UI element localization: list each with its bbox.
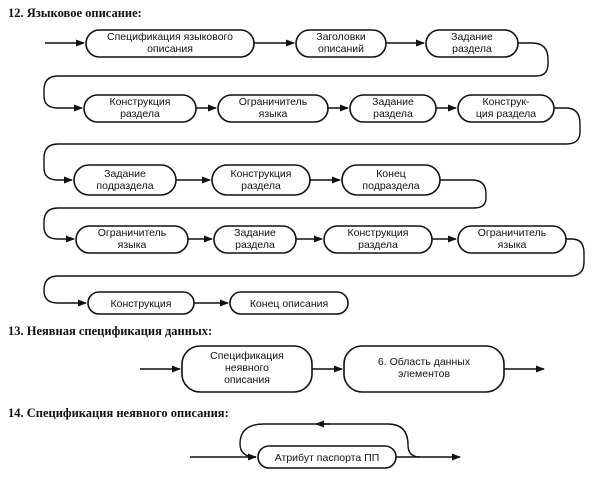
node-line: языка: [118, 239, 147, 251]
node-line: Задание: [451, 31, 493, 43]
wrap-connector: [43, 42, 549, 112]
section-14-connectors: [190, 420, 461, 461]
node-line: описания: [224, 374, 270, 386]
node-line: Конструкция: [111, 298, 172, 310]
node-line: Ограничитель: [239, 96, 308, 108]
node-section-construct: Конструк- ция раздела: [457, 94, 555, 123]
section-13-title: 13. Неявная спецификация данных:: [8, 324, 212, 338]
node-line: подраздела: [96, 180, 153, 192]
wrap-connector: [43, 238, 585, 307]
node-line: подраздела: [362, 180, 419, 192]
node-line: языка: [259, 108, 288, 120]
node-line: раздела: [373, 108, 413, 120]
node-section-assignment: Задание раздела: [349, 94, 437, 123]
section-14-title: 14. Спецификация неявного описания:: [8, 406, 229, 420]
node-line: Спецификация языкового: [107, 31, 233, 43]
node-subsection-assignment: Задание подраздела: [73, 164, 177, 196]
node-language-delimiter: Ограничитель языка: [217, 94, 329, 123]
node-line: раздела: [120, 108, 160, 120]
node-section-assignment: Задание раздела: [425, 29, 519, 58]
section-12-connectors: [43, 39, 585, 307]
node-line: описания: [147, 43, 193, 55]
node-line: раздела: [241, 180, 281, 192]
node-section-assignment: Задание раздела: [213, 225, 297, 254]
node-element-data-area: 6. Область данных элементов: [343, 345, 505, 393]
node-line: Конструкция: [348, 227, 409, 239]
node-line: Ограничитель: [478, 227, 547, 239]
node-section-construct: Конструкция раздела: [323, 225, 433, 254]
node-language-delimiter: Ограничитель языка: [75, 225, 189, 254]
node-line: Ограничитель: [98, 227, 167, 239]
node-line: Заголовки: [316, 31, 366, 43]
node-line: ция раздела: [476, 108, 536, 120]
node-line: Задание: [372, 96, 414, 108]
node-line: Задание: [104, 168, 146, 180]
node-line: 6. Область данных: [378, 356, 471, 368]
node-language-delimiter: Ограничитель языка: [457, 225, 567, 254]
node-line: Конструк-: [483, 96, 530, 108]
node-line: описаний: [318, 43, 364, 55]
node-line: Конструкция: [231, 168, 292, 180]
wrap-connector: [43, 179, 487, 243]
node-implicit-description-spec: Спецификация неявного описания: [181, 345, 313, 393]
node-line: раздела: [358, 239, 398, 251]
section-12-title: 12. Языковое описание:: [8, 6, 142, 20]
node-description-headers: Заголовки описаний: [295, 29, 387, 58]
node-line: элементов: [398, 368, 450, 380]
node-line: раздела: [452, 43, 492, 55]
node-line: Атрибут паспорта ПП: [275, 452, 380, 464]
node-line: раздела: [235, 239, 275, 251]
node-line: языка: [498, 239, 527, 251]
node-subsection-end: Конец подраздела: [341, 164, 441, 196]
node-language-description-spec: Спецификация языкового описания: [85, 29, 255, 58]
node-line: Конец описания: [250, 298, 328, 310]
node-pp-passport-attribute: Атрибут паспорта ПП: [257, 445, 397, 469]
wrap-connector: [43, 107, 581, 184]
node-line: неявного: [225, 362, 269, 374]
node-section-construct: Конструкция раздела: [83, 94, 197, 123]
node-line: Конец: [376, 168, 406, 180]
node-section-construct: Конструкция раздела: [211, 164, 311, 196]
node-line: Конструкция: [110, 96, 171, 108]
node-line: Спецификация: [210, 350, 284, 362]
node-line: Задание: [234, 227, 276, 239]
node-construct: Конструкция: [87, 291, 195, 315]
node-description-end: Конец описания: [229, 291, 349, 315]
